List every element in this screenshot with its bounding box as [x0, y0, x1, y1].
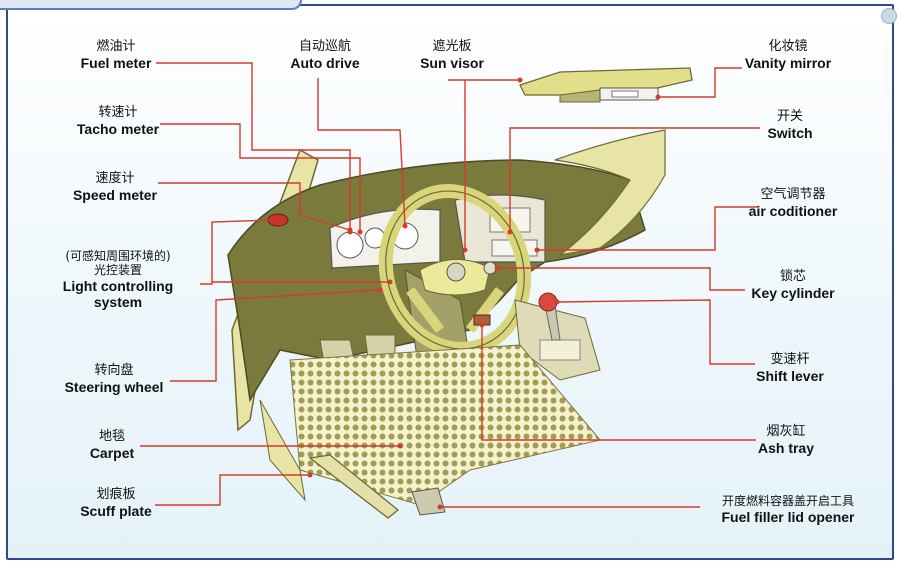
label-tacho-meter-zh: 转速计 [58, 106, 178, 121]
speedometer-gauge [337, 232, 363, 258]
label-auto-drive-zh: 自动巡航 [270, 40, 380, 55]
label-key-cylinder: 锁芯 Key cylinder [738, 270, 848, 301]
label-shift-lever-zh: 变速杆 [740, 353, 840, 368]
label-switch-en: Switch [750, 125, 830, 141]
label-steering-wheel: 转向盘 Steering wheel [50, 364, 178, 395]
label-speed-meter: 速度计 Speed meter [56, 172, 174, 203]
label-speed-meter-zh: 速度计 [56, 172, 174, 187]
label-fuel-meter-en: Fuel meter [66, 55, 166, 71]
label-fuel-meter: 燃油计 Fuel meter [66, 40, 166, 71]
label-ash-tray-zh: 烟灰缸 [738, 425, 834, 440]
label-scuff-plate-zh: 划痕板 [66, 488, 166, 503]
label-sun-visor-en: Sun visor [402, 55, 502, 71]
label-light-controlling: (可感知周围环境的) 光控装置 Light controlling system [38, 250, 198, 310]
label-scuff-plate: 划痕板 Scuff plate [66, 488, 166, 519]
label-tacho-meter: 转速计 Tacho meter [58, 106, 178, 137]
shift-knob [539, 293, 557, 311]
label-air-conditioner-en: air coditioner [732, 203, 854, 219]
label-scuff-plate-en: Scuff plate [66, 503, 166, 519]
label-tacho-meter-en: Tacho meter [58, 121, 178, 137]
key-cylinder-graphic [484, 262, 496, 274]
label-air-conditioner: 空气调节器 air coditioner [732, 188, 854, 219]
label-fuel-filler-zh: 开度燃料容器盖开启工具 [700, 495, 876, 509]
label-fuel-filler: 开度燃料容器盖开启工具 Fuel filler lid opener [700, 495, 876, 525]
label-fuel-meter-zh: 燃油计 [66, 40, 166, 55]
label-speed-meter-en: Speed meter [56, 187, 174, 203]
label-light-controlling-en1: Light controlling [38, 278, 198, 294]
label-ash-tray-en: Ash tray [738, 440, 834, 456]
label-sun-visor-zh: 遮光板 [402, 40, 502, 55]
label-vanity-mirror-en: Vanity mirror [728, 55, 848, 71]
fuel-filler-lever [412, 488, 445, 515]
label-steering-wheel-zh: 转向盘 [50, 364, 178, 379]
shift-gate [540, 340, 580, 360]
label-carpet: 地毯 Carpet [72, 430, 152, 461]
label-shift-lever: 变速杆 Shift lever [740, 353, 840, 384]
label-steering-wheel-en: Steering wheel [50, 379, 178, 395]
label-fuel-filler-en: Fuel filler lid opener [700, 509, 876, 525]
label-key-cylinder-zh: 锁芯 [738, 270, 848, 285]
label-air-conditioner-zh: 空气调节器 [732, 188, 854, 203]
label-auto-drive-en: Auto drive [270, 55, 380, 71]
label-light-controlling-en2: system [38, 294, 198, 310]
label-vanity-mirror: 化妆镜 Vanity mirror [728, 40, 848, 71]
label-carpet-zh: 地毯 [72, 430, 152, 445]
label-switch-zh: 开关 [750, 110, 830, 125]
label-vanity-mirror-zh: 化妆镜 [728, 40, 848, 55]
label-key-cylinder-en: Key cylinder [738, 285, 848, 301]
leader-key-cylinder [497, 268, 745, 290]
label-auto-drive: 自动巡航 Auto drive [270, 40, 380, 71]
label-light-controlling-zh2: 光控装置 [38, 264, 198, 278]
label-shift-lever-en: Shift lever [740, 368, 840, 384]
label-sun-visor: 遮光板 Sun visor [402, 40, 502, 71]
light-sensor [268, 214, 288, 226]
label-ash-tray: 烟灰缸 Ash tray [738, 425, 834, 456]
label-switch: 开关 Switch [750, 110, 830, 141]
label-light-controlling-zh1: (可感知周围环境的) [38, 250, 198, 264]
label-carpet-en: Carpet [72, 445, 152, 461]
